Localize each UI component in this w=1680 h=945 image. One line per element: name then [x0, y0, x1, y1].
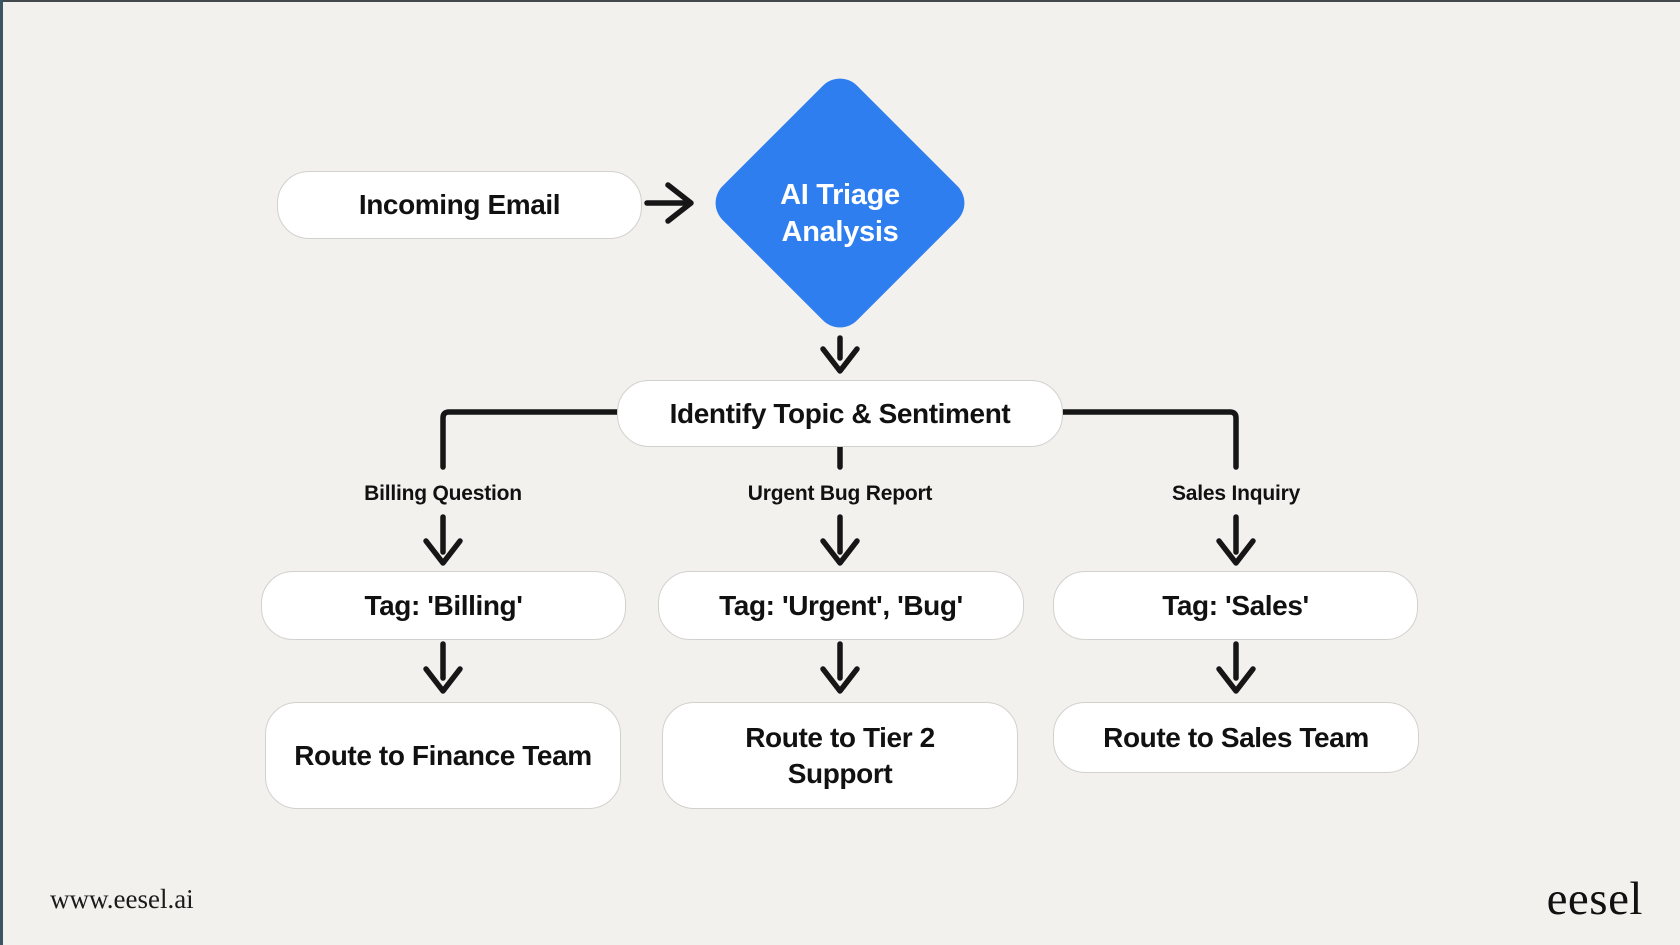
- node-tag-urgent-bug: Tag: 'Urgent', 'Bug': [658, 571, 1024, 640]
- node-identify-label: Identify Topic & Sentiment: [669, 397, 1011, 429]
- node-identify-topic-sentiment: Identify Topic & Sentiment: [617, 380, 1063, 447]
- arrow-tag-to-route-tier2-head-icon: [820, 666, 860, 694]
- arrow-billing-to-tag-head-icon: [423, 538, 463, 566]
- branch-label-urgent-bug-report: Urgent Bug Report: [747, 482, 933, 505]
- arrow-sales-to-tag-head-icon: [1216, 538, 1256, 566]
- node-route-sales-team: Route to Sales Team: [1053, 702, 1419, 773]
- eesel-logo: eesel: [1546, 873, 1643, 925]
- node-tag-billing: Tag: 'Billing': [261, 571, 626, 640]
- node-incoming-email: Incoming Email: [277, 171, 642, 239]
- branch-label-billing-question: Billing Question: [364, 482, 522, 505]
- node-route-finance-team: Route to Finance Team: [265, 702, 621, 809]
- node-ai-triage-label-line1: AI Triage: [780, 179, 900, 211]
- footer-website-url: www.eesel.ai: [50, 884, 194, 914]
- left-border-line: [0, 0, 3, 945]
- branch-connector-left: [440, 409, 620, 470]
- branch-label-sales-inquiry: Sales Inquiry: [1171, 482, 1301, 505]
- arrow-urgent-to-tag-head-icon: [820, 538, 860, 566]
- arrow-triage-to-identify-head-icon: [820, 346, 860, 374]
- node-tag-billing-label: Tag: 'Billing': [364, 589, 523, 621]
- node-route-sales-team-label: Route to Sales Team: [1103, 721, 1369, 753]
- arrow-tag-to-route-finance-head-icon: [423, 666, 463, 694]
- node-incoming-email-label: Incoming Email: [358, 189, 561, 221]
- node-tag-urgent-bug-label: Tag: 'Urgent', 'Bug': [719, 589, 963, 621]
- arrow-email-to-triage-head-icon: [665, 182, 694, 224]
- node-tag-sales: Tag: 'Sales': [1053, 571, 1418, 640]
- top-border-line: [0, 0, 1680, 2]
- node-ai-triage-label-line2: Analysis: [781, 216, 899, 248]
- node-ai-triage-label: AI Triage Analysis: [690, 177, 990, 251]
- node-route-tier2-support-label: Route to Tier 2 Support: [745, 721, 935, 789]
- node-tag-sales-label: Tag: 'Sales': [1162, 589, 1309, 621]
- branch-connector-right: [1060, 409, 1239, 470]
- arrow-tag-to-route-sales-head-icon: [1216, 666, 1256, 694]
- node-route-finance-team-label: Route to Finance Team: [294, 739, 592, 771]
- node-route-tier2-support: Route to Tier 2 Support: [662, 702, 1018, 809]
